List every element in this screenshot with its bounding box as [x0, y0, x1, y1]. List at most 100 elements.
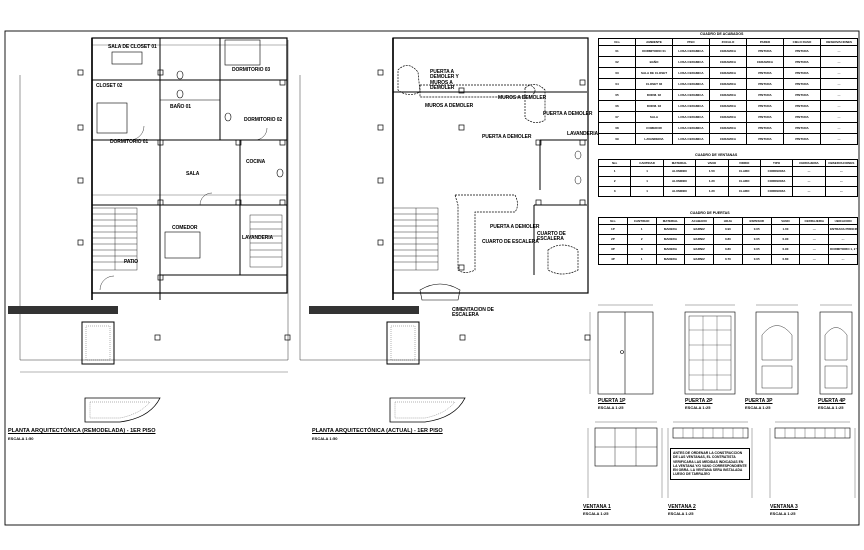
acabados-cell: PINTURA — [783, 45, 821, 57]
note-stair-foundation: CIMENTACION DE ESCALERA — [452, 307, 494, 319]
acabados-header-cell: CIELO RASO — [783, 38, 821, 46]
acabados-cell: CERAMICA — [709, 56, 747, 68]
puertas-cell: BARNIZ — [684, 254, 715, 265]
acabados-cell: PINTURA — [746, 78, 784, 90]
puertas-cell: MADERA — [655, 234, 686, 245]
note-demolish-2: MUROS A DEMOLER — [425, 103, 474, 109]
ventana-2-title: VENTANA 2 — [668, 504, 696, 510]
ventanas-cell: 1.20 — [695, 186, 729, 197]
puertas-cell: 2 — [626, 234, 657, 245]
ventanas-header-cell: CANTIDAD — [630, 159, 664, 167]
plan-remodelada-scale: ESCALA 1:50 — [8, 436, 34, 441]
acabados-cell: CERAMICA — [709, 89, 747, 101]
acabados-cell: 09 — [598, 133, 636, 145]
acabados-cell: LOSA CERAMICA — [672, 100, 710, 112]
plan-actual-drawing — [299, 37, 591, 423]
puerta-3p-title: PUERTA 3P — [745, 398, 773, 404]
puertas-cell: BARNIZ — [684, 244, 715, 255]
ventanas-cell: --- — [824, 176, 859, 187]
acabados-cell: --- — [820, 67, 858, 79]
puertas-cell: MADERA — [655, 254, 686, 265]
acabados-cell: SALA — [635, 111, 673, 123]
room-label-bano: BAÑO 01 — [170, 104, 191, 110]
acabados-cell: DORM. 03 — [635, 100, 673, 112]
puertas-cell: 0.90 — [770, 234, 801, 245]
ventanas-cell: ALUMINIO — [662, 166, 697, 177]
puerta-1p-scale: ESCALA 1:25 — [598, 405, 624, 410]
puertas-cell: 1.00 — [770, 224, 801, 235]
puertas-cell: 1 — [626, 224, 657, 235]
acabados-cell: COMEDOR — [635, 122, 673, 134]
ventanas-cell: CORREDIZA — [759, 166, 794, 177]
acabados-cell: CERAMICA — [709, 67, 747, 79]
ventanas-header-cell: OBSERVACIONES — [824, 159, 859, 167]
note-demolish-7: PUERTA A DEMOLER — [490, 224, 540, 230]
acabados-cell: 07 — [598, 111, 636, 123]
acabados-header-cell: PARED — [746, 38, 784, 46]
note-demolish-1: PUERTA A DEMOLER Y MUROS A DEMOLER — [430, 69, 459, 91]
ventanas-cell: CLARO — [727, 166, 761, 177]
acabados-cell: LOSA CERAMICA — [672, 78, 710, 90]
ventanas-cell: --- — [824, 166, 859, 177]
acabados-cell: CERAMICA — [709, 111, 747, 123]
room-label-dormitorio-principal: DORMITORIO 01 — [110, 139, 149, 145]
acabados-cell: CLOSET 02 — [635, 78, 673, 90]
puertas-cell: MADERA — [655, 224, 686, 235]
acabados-cell: PINTURA — [783, 111, 821, 123]
puertas-header-cell: Nro — [598, 217, 628, 225]
ventana-1-scale: ESCALA 1:25 — [583, 511, 609, 516]
ventanas-cell: 1 — [630, 186, 664, 197]
ventanas-cell: --- — [792, 186, 826, 197]
acabados-header-cell: Nro — [598, 38, 636, 46]
room-label-sala-closet: SALA DE CLOSET 01 — [108, 44, 157, 50]
acabados-cell: LOSA CERAMICA — [672, 56, 710, 68]
puerta-4p-title: PUERTA 4P — [818, 398, 846, 404]
puertas-cell: 0.90 — [770, 244, 801, 255]
ventanas-header-cell: VIDRIO — [727, 159, 761, 167]
ventana-3-title: VENTANA 3 — [770, 504, 798, 510]
room-label-sala: SALA — [186, 171, 200, 177]
acabados-cell: DORMITORIO 01 — [635, 45, 673, 57]
puertas-cell: 0.05 — [741, 244, 772, 255]
acabados-cell: PINTURA — [746, 122, 784, 134]
ventana-3-scale: ESCALA 1:25 — [770, 511, 796, 516]
puertas-cell: DORMITORIO 1, 2 Y 3 — [828, 244, 858, 255]
acabados-cell: 06 — [598, 100, 636, 112]
puerta-4p-scale: ESCALA 1:25 — [818, 405, 844, 410]
note-demolish-3: MUROS A DEMOLER — [498, 95, 547, 101]
puertas-cell: --- — [799, 234, 830, 245]
note-stair-room-1: CUARTO DE ESCALERA — [482, 239, 539, 245]
acabados-cell: PINTURA — [783, 122, 821, 134]
puertas-cell: 4P — [598, 254, 628, 265]
acabados-caption: CUADRO DE ACABADOS — [700, 32, 744, 36]
acabados-cell: 02 — [598, 56, 636, 68]
acabados-cell: 08 — [598, 122, 636, 134]
puertas-cell: BARNIZ — [684, 224, 715, 235]
ventanas-cell: 2 — [597, 176, 632, 187]
note-demolish-5: PUERTA A DEMOLER — [482, 134, 532, 140]
note-demolish-4: PUERTA A DEMOLER — [543, 111, 593, 117]
room-label-lavanderia: LAVANDERIA — [242, 235, 274, 241]
puertas-cell: 3P — [598, 244, 628, 255]
ventanas-header-cell: TIPO — [759, 159, 794, 167]
acabados-header-cell: PISO — [672, 38, 710, 46]
ventanas-cell: 1 — [630, 166, 664, 177]
door-details-drawing — [589, 304, 853, 395]
ventanas-cell: CLARO — [727, 186, 761, 197]
puertas-cell: 0.80 — [713, 234, 743, 245]
acabados-cell: LOSA CERAMICA — [672, 133, 710, 145]
acabados-cell: PINTURA — [746, 100, 784, 112]
ventanas-caption: CUADRO DE VENTANAS — [695, 153, 738, 157]
acabados-header-cell: ZOCALO — [709, 38, 747, 46]
puertas-cell: --- — [799, 224, 830, 235]
puertas-cell: --- — [799, 244, 830, 255]
puertas-header-cell: CANTIDAD — [626, 217, 657, 225]
ventanas-cell: CLARO — [727, 176, 761, 187]
puerta-2p-title: PUERTA 2P — [685, 398, 713, 404]
